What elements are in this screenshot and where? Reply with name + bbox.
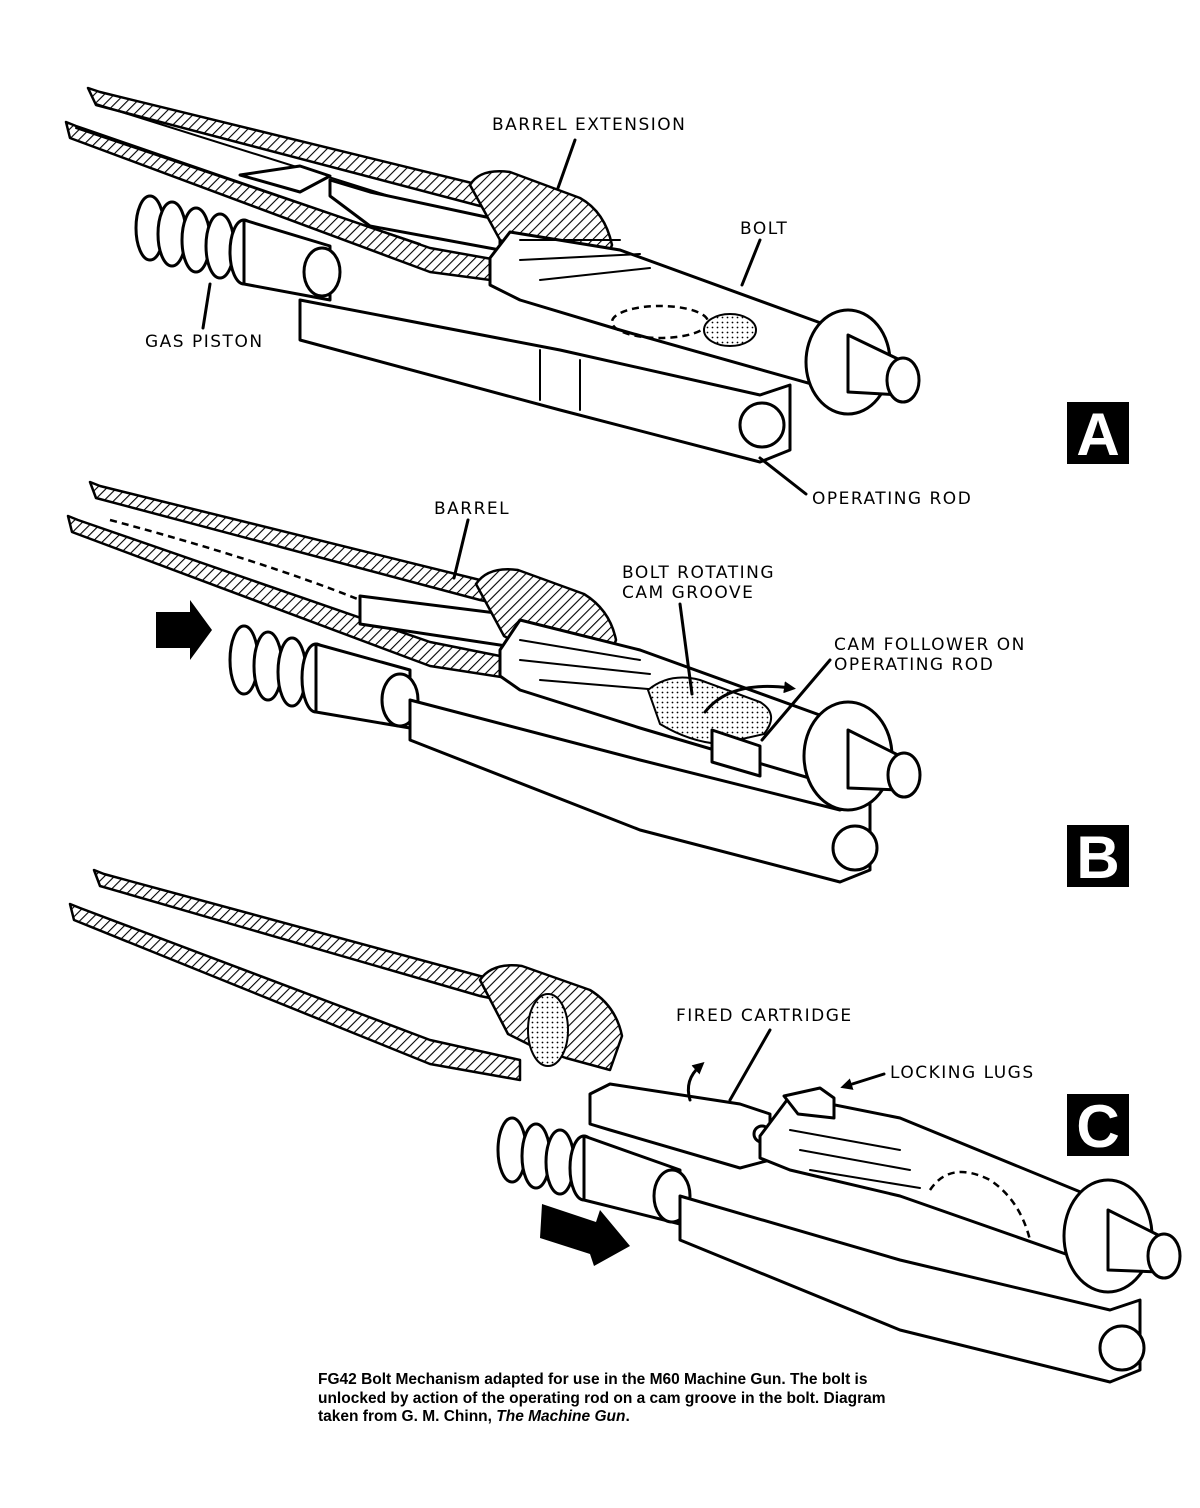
badge-a-letter: A [1076, 401, 1119, 468]
label-gas-piston: GAS PISTON [145, 332, 264, 352]
badge-c-letter: C [1076, 1093, 1119, 1160]
label-bolt: BOLT [740, 219, 788, 239]
forward-arrow [156, 600, 212, 660]
cam-groove-b [646, 676, 772, 746]
gas-piston-b [228, 624, 420, 730]
caption-end: . [625, 1408, 630, 1425]
label-fired-cartridge: FIRED CARTRIDGE [676, 1006, 853, 1026]
label-cam-follower-1: CAM FOLLOWER ON [834, 635, 1026, 655]
caption-text: FG42 Bolt Mechanism adapted for use in t… [318, 1371, 886, 1425]
gas-piston-c [496, 1116, 692, 1226]
label-bolt-rotating-1: BOLT ROTATING [622, 563, 775, 583]
label-cam-follower-2: OPERATING ROD [834, 655, 994, 675]
figure-caption: FG42 Bolt Mechanism adapted for use in t… [318, 1371, 928, 1427]
operating-rod-c [678, 1194, 1142, 1384]
operating-rod-b [408, 698, 872, 884]
label-bolt-rotating-2: CAM GROOVE [622, 583, 754, 603]
badge-c [1067, 1094, 1129, 1156]
label-operating-rod: OPERATING ROD [812, 489, 972, 509]
badge-b-letter: B [1076, 824, 1119, 891]
panel-b: BARREL BOLT ROTATING CAM GROOVE CAM FOLL… [66, 480, 1129, 891]
badge-a [1067, 402, 1129, 464]
locking-lugs-c [782, 1086, 836, 1120]
label-locking-lugs: LOCKING LUGS [890, 1063, 1035, 1083]
eject-arrow-c [686, 1062, 705, 1102]
panel-a: BARREL EXTENSION BOLT GAS PISTON OPERATI… [64, 86, 1129, 509]
barrel-a [86, 86, 522, 214]
label-barrel-extension: BARREL EXTENSION [492, 115, 686, 135]
rotation-arrow-b [703, 681, 796, 714]
cam-follower-b [710, 728, 762, 778]
rearward-arrow [540, 1204, 630, 1266]
gas-piston-a [134, 194, 342, 302]
badge-b [1067, 825, 1129, 887]
label-barrel: BARREL [434, 499, 510, 519]
projectile-a [238, 164, 332, 194]
panel-c: FIRED CARTRIDGE LOCKING LUGS C [68, 868, 1182, 1384]
caption-book-title: The Machine Gun [496, 1408, 626, 1425]
operating-rod-a [298, 298, 792, 464]
